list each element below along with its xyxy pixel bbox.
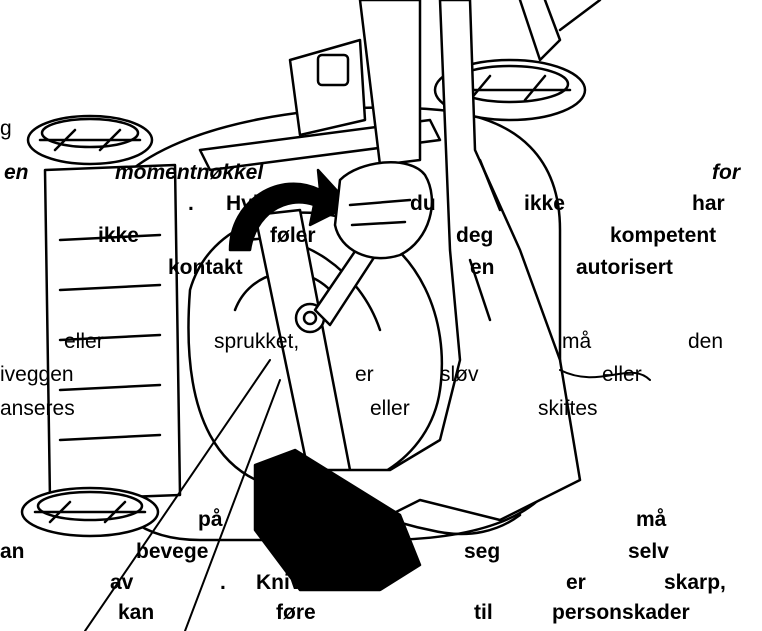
text-skarp: skarp, (664, 571, 726, 594)
text-fore: føre (276, 601, 316, 624)
text-er1: er (355, 363, 374, 386)
text-eller2: eller (602, 363, 642, 386)
text-personskader: personskader (552, 601, 690, 624)
text-seg: seg (464, 540, 501, 563)
text-en: en (4, 161, 29, 184)
text-eller1: eller (64, 330, 104, 353)
text-iveggen: iveggen (0, 363, 74, 386)
text-har: har (692, 192, 725, 215)
text-er2: er (566, 571, 586, 594)
text-hvis: Hvis (226, 192, 271, 215)
text-for: for (712, 161, 740, 184)
text-bevege: bevege (136, 540, 209, 563)
text-anseres: anseres (0, 397, 75, 420)
text-kniven: kniven, (315, 508, 388, 531)
wheel-left-bottom (20, 486, 160, 538)
protective-cloth (253, 448, 422, 592)
text-til: til (474, 601, 493, 624)
text-du: du (410, 192, 436, 215)
text-kontakt: kontakt (168, 256, 243, 279)
text-kan: kan (118, 601, 155, 624)
wheel-left-top (26, 114, 154, 166)
text-skiftes: skiftes (538, 397, 598, 420)
text-deg: deg (456, 224, 494, 247)
text-kompetent: kompetent (610, 224, 717, 247)
text-ma1: må (562, 330, 592, 353)
hand-holding-wrench (333, 0, 434, 260)
text-ikke1: ikke (524, 192, 565, 215)
text-an: an (0, 540, 25, 563)
text-slov: sløv (440, 363, 479, 386)
rotation-arrow-icon (228, 168, 352, 252)
text-dot2: . (220, 571, 226, 594)
text-ma2: må (636, 508, 667, 531)
text-selv: selv (628, 540, 669, 563)
text-eller3: eller (370, 397, 410, 420)
mower-handle (518, 0, 602, 62)
text-den: den (688, 330, 724, 353)
text-kniven2: Kniven (256, 571, 327, 594)
text-dot1: . (188, 192, 194, 215)
text-pa: på (198, 508, 223, 531)
text-autorisert: autorisert (576, 256, 673, 279)
text-ikke2: ikke (98, 224, 139, 247)
text-av: av (110, 571, 134, 594)
side-panel-left (43, 163, 182, 502)
text-sprukket: sprukket, (214, 330, 300, 353)
text-momentnokkel: momentnøkkel (115, 161, 264, 184)
text-foler: føler (270, 224, 316, 247)
text-en2: en (470, 256, 495, 279)
text-g: g (0, 117, 12, 140)
